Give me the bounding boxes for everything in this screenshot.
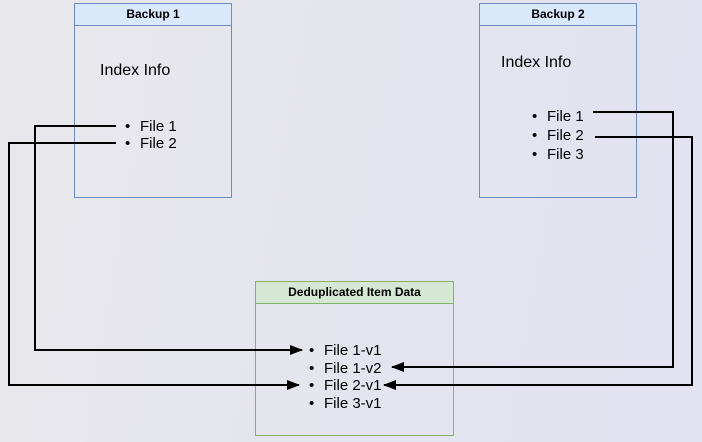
index-info-label: Index Info bbox=[100, 62, 171, 79]
node-backup-1-title: Backup 1 bbox=[75, 4, 231, 26]
file-item: File 1 bbox=[532, 107, 584, 126]
file-item: File 3 bbox=[532, 145, 584, 164]
node-dedup-title: Deduplicated Item Data bbox=[256, 282, 453, 304]
file-item: File 1-v2 bbox=[309, 360, 382, 378]
file-item: File 1 bbox=[125, 118, 177, 135]
node-backup-2-title: Backup 2 bbox=[480, 4, 636, 26]
file-item: File 3-v1 bbox=[309, 395, 382, 413]
file-list: File 1 File 2 bbox=[125, 118, 177, 152]
index-info-label: Index Info bbox=[501, 54, 572, 71]
file-list: File 1 File 2 File 3 bbox=[532, 107, 584, 164]
node-backup-1: Backup 1 Index Info File 1 File 2 bbox=[74, 3, 232, 198]
file-item: File 2 bbox=[125, 135, 177, 152]
file-list: File 1-v1 File 1-v2 File 2-v1 File 3-v1 bbox=[309, 342, 382, 412]
node-deduplicated-item-data: Deduplicated Item Data File 1-v1 File 1-… bbox=[255, 281, 454, 436]
file-item: File 2-v1 bbox=[309, 377, 382, 395]
file-item: File 1-v1 bbox=[309, 342, 382, 360]
file-item: File 2 bbox=[532, 126, 584, 145]
node-backup-2: Backup 2 Index Info File 1 File 2 File 3 bbox=[479, 3, 637, 198]
